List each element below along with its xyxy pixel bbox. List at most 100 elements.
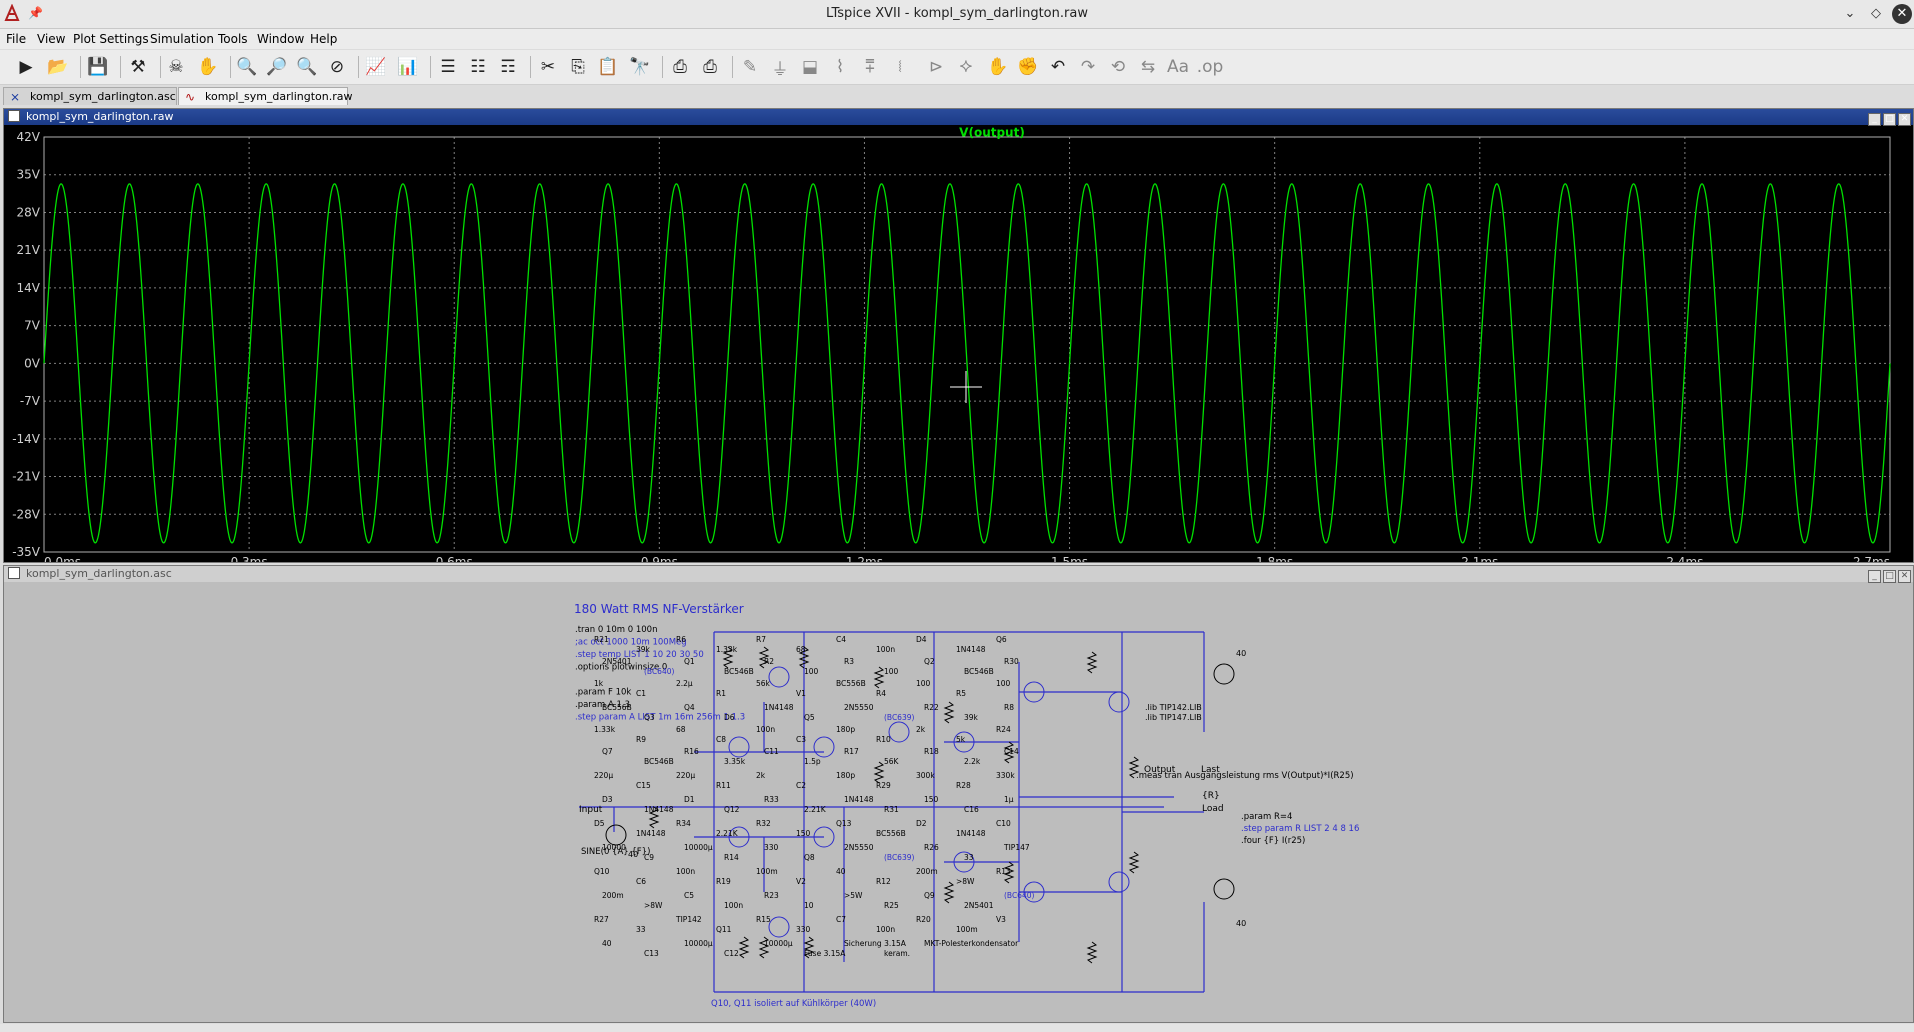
cascade-icon[interactable]: ☷ [470, 57, 486, 77]
minimize-icon[interactable]: _ [1868, 570, 1881, 583]
meas-directive[interactable]: .meas tran Ausgangsleistung rms V(Output… [1136, 771, 1354, 781]
spice-directive[interactable]: .options plotwinsize 0 [575, 663, 667, 673]
move-hand-icon[interactable]: ✋ [987, 57, 1009, 77]
menu-help[interactable]: Help [310, 32, 338, 46]
resistor-symbol [738, 936, 750, 959]
y-tick-label: 21V [17, 243, 41, 257]
run-icon[interactable]: ▶ [19, 57, 33, 77]
minimize-icon[interactable]: ⌄ [1844, 6, 1856, 21]
net-label[interactable]: {R} [1202, 791, 1220, 801]
cut-icon[interactable]: ✂ [540, 57, 556, 77]
tab-schematic[interactable]: ⨯ kompl_sym_darlington.asc [3, 87, 177, 105]
menu-view[interactable]: View [37, 32, 66, 46]
toolbar: ▶ 📂 💾 ⚒ ☠ ✋ 🔍 🔎 🔍 ⊘ 📈 📊 ☰ ☷ ☶ ✂ ⎘ 📋 🔭 ⎙ … [0, 50, 1914, 85]
component-label: Q7 [602, 747, 613, 756]
inductor-icon[interactable]: ⧙ [898, 57, 902, 77]
pan-hand-icon[interactable]: ✋ [197, 57, 219, 77]
zoom-in-icon[interactable]: 🔍 [236, 57, 258, 77]
label-net-icon[interactable]: ⬓ [801, 57, 819, 77]
component-label: C13 [644, 949, 659, 958]
diode-icon[interactable]: ⊳ [928, 57, 944, 77]
control-panel-icon[interactable]: ⚒ [130, 57, 146, 77]
tile-vertical-icon[interactable]: ☶ [500, 57, 516, 77]
menu-plot-settings[interactable]: Plot Settings [73, 32, 149, 46]
undo-icon[interactable]: ↶ [1050, 57, 1066, 77]
find-icon[interactable]: 🔭 [629, 57, 651, 77]
component-label: R29 [876, 781, 891, 790]
menu-simulation[interactable]: Simulation [150, 32, 214, 46]
component-label: 33 [964, 853, 974, 862]
component-label: 100m [956, 925, 978, 934]
mirror-icon[interactable]: ⇆ [1140, 57, 1156, 77]
zoom-out-icon[interactable]: 🔍 [296, 57, 318, 77]
zoom-area-icon[interactable]: 🔎 [266, 57, 288, 77]
waveform-file-icon: ∿ [185, 90, 196, 104]
minimize-icon[interactable]: _ [1868, 113, 1881, 126]
close-icon[interactable]: ✕ [1898, 113, 1911, 126]
spice-directive-icon[interactable]: .op [1196, 57, 1224, 77]
restore-icon[interactable]: □ [1883, 570, 1896, 583]
print-icon[interactable]: ⎙ [673, 57, 687, 77]
menu-tools[interactable]: Tools [218, 32, 248, 46]
restore-icon[interactable]: □ [1883, 113, 1896, 126]
resistor-icon[interactable]: ⌇ [835, 57, 845, 77]
print-preview-icon[interactable]: ⎙ [703, 57, 717, 77]
component-label: C5 [684, 891, 694, 900]
drag-hand-icon[interactable]: ✊ [1017, 57, 1039, 77]
text-icon[interactable]: Aa [1166, 57, 1190, 77]
net-label[interactable]: Load [1202, 804, 1224, 814]
tile-horizontal-icon[interactable]: ☰ [440, 57, 456, 77]
halt-icon[interactable]: ☠ [168, 57, 184, 77]
maximize-icon[interactable]: ◇ [1871, 6, 1881, 21]
autorange-icon[interactable]: 📈 [365, 57, 387, 77]
ground-icon[interactable]: ⏚ [771, 59, 789, 80]
close-icon[interactable]: ✕ [1898, 570, 1911, 583]
component-label: (BC640) [644, 667, 674, 676]
component-label: 2N5401 [602, 657, 632, 666]
close-icon[interactable]: ✕ [1892, 4, 1912, 24]
spice-directive[interactable]: .param F 10k [575, 688, 631, 698]
spice-directive[interactable]: .step param R LIST 2 4 8 16 [1241, 824, 1359, 834]
manual-limits-icon[interactable]: 📊 [397, 57, 419, 77]
spice-directive[interactable]: .step param A LIST 1m 16m 256m 1 1.3 [575, 713, 745, 723]
pin-icon[interactable]: 📌 [28, 6, 43, 20]
tab-waveform[interactable]: ∿ kompl_sym_darlington.raw [178, 87, 353, 105]
rotate-icon[interactable]: ⟲ [1110, 57, 1126, 77]
component-icon[interactable]: ⯎ [959, 57, 973, 77]
component-label: (BC639) [884, 853, 914, 862]
save-icon[interactable]: 💾 [87, 57, 109, 77]
spice-directive[interactable]: .four {F} I(r25) [1241, 836, 1305, 846]
component-label: 300k [916, 771, 935, 780]
transistor-symbol [888, 721, 910, 743]
component-label: C14 [1004, 747, 1019, 756]
component-label: 100 [804, 667, 819, 676]
transistor-symbol [728, 736, 750, 758]
spice-directive[interactable]: ;ac oct 1000 10m 100Meg [575, 638, 687, 648]
schematic-canvas[interactable]: 180 Watt RMS NF-Verstärker.tran 0 10m 0 … [4, 582, 1913, 1022]
component-label: Q3 [644, 713, 655, 722]
menu-file[interactable]: File [6, 32, 27, 46]
net-label[interactable]: Last [1201, 765, 1220, 775]
spice-directive[interactable]: .param R=4 [1241, 812, 1292, 822]
component-label: R6 [676, 635, 686, 644]
copy-icon[interactable]: ⎘ [571, 57, 585, 77]
capacitor-icon[interactable]: ⩱ [865, 57, 875, 77]
redo-icon[interactable]: ↷ [1080, 57, 1096, 77]
paste-icon[interactable]: 📋 [597, 57, 619, 77]
component-label: D5 [594, 819, 605, 828]
draw-wire-icon[interactable]: ✎ [742, 57, 758, 77]
zoom-cancel-icon[interactable]: ⊘ [329, 57, 345, 77]
component-label: 100n [756, 725, 775, 734]
y-tick-label: 14V [17, 281, 41, 295]
net-label[interactable]: Output [1144, 765, 1176, 775]
spice-directive[interactable]: .tran 0 10m 0 100n [575, 625, 657, 635]
component-label: R9 [636, 735, 646, 744]
net-label[interactable]: Input [579, 805, 603, 815]
spice-directive[interactable]: .step temp LIST 1 10 20 30 50 [575, 650, 704, 660]
open-folder-icon[interactable]: 📂 [47, 57, 69, 77]
menu-window[interactable]: Window [257, 32, 305, 46]
spice-directive[interactable]: .param A 1.3 [575, 700, 630, 710]
trace-legend[interactable]: V(output) [959, 126, 1025, 140]
component-label: C4 [836, 635, 846, 644]
